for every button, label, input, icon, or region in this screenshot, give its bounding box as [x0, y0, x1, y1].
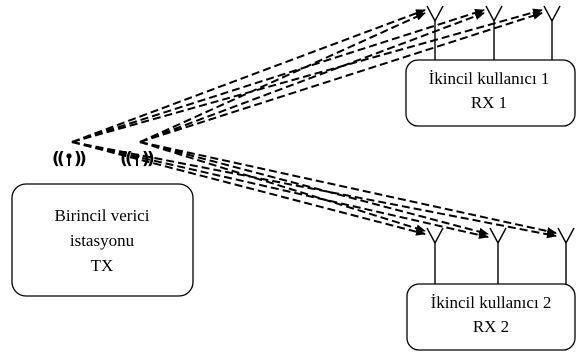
link-tx2-rx2a	[139, 141, 426, 233]
radio-wave-icon: ( ( ) )	[52, 149, 87, 169]
receiver-2-box	[406, 283, 576, 351]
receiver-2-label-line-2: RX 2	[473, 317, 509, 336]
receiver-2: İkincil kullanıcı 2 RX 2	[406, 283, 576, 351]
antenna-icon	[426, 227, 444, 284]
receiver-1-label-line-2: RX 1	[471, 93, 507, 112]
svg-text:(: (	[120, 149, 128, 169]
transmitter-station: Birincil verici istasyonu TX	[11, 183, 194, 297]
signal-paths	[71, 8, 557, 239]
svg-text:(: (	[57, 149, 65, 169]
svg-text:(: (	[52, 149, 60, 169]
link-tx1-rx1a	[71, 9, 426, 143]
link-tx1-rx2b	[71, 141, 489, 239]
antenna-icon	[543, 5, 561, 60]
transmitter-label-line-1: Birincil verici	[55, 206, 150, 225]
antenna-icon	[489, 227, 507, 284]
link-tx1-rx1c	[71, 8, 543, 143]
antenna-icon	[557, 227, 575, 284]
link-tx2-rx2c	[139, 141, 557, 235]
link-tx2-rx1c	[139, 11, 543, 143]
transmitter-box	[11, 183, 194, 297]
svg-text:): )	[147, 149, 155, 169]
link-tx1-rx1b	[71, 8, 485, 143]
transmitter-label-line-2: istasyonu	[70, 231, 135, 250]
link-tx1-rx2a	[71, 141, 426, 236]
antenna-icon	[426, 5, 444, 60]
svg-text:): )	[79, 149, 87, 169]
svg-text:(: (	[125, 149, 133, 169]
receiver-1: İkincil kullanıcı 1 RX 1	[405, 59, 576, 127]
antenna-icon	[485, 5, 503, 60]
receiver-2-label-line-1: İkincil kullanıcı 2	[431, 293, 552, 312]
receiver-1-box	[405, 59, 576, 127]
svg-text:): )	[74, 149, 82, 169]
link-tx2-rx1a	[139, 12, 426, 143]
receiver-1-label-line-1: İkincil kullanıcı 1	[429, 69, 550, 88]
link-tx2-rx1b	[139, 12, 485, 143]
transmitter-label-line-3: TX	[91, 256, 114, 275]
